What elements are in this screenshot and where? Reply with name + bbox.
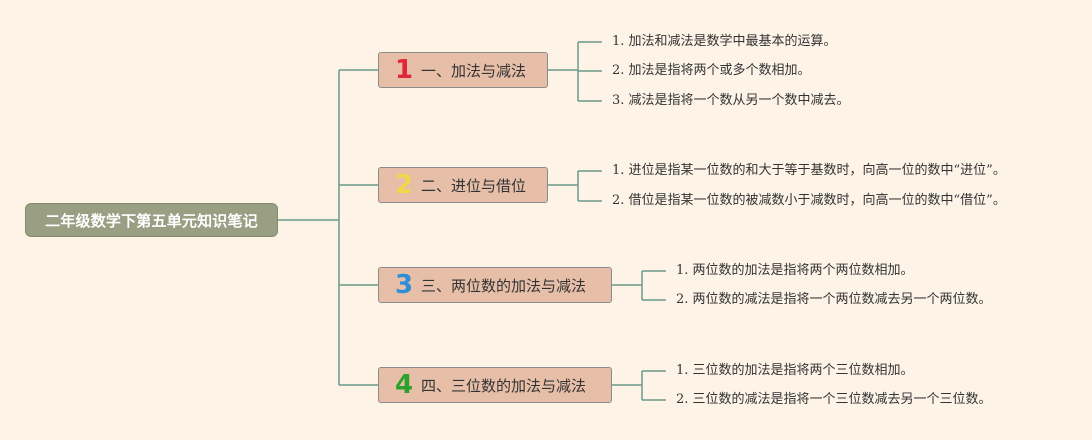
branch-label-4: 四、三位数的加法与减法 (421, 376, 587, 395)
branch-node-1[interactable]: 1 一、加法与减法 (378, 52, 548, 88)
root-node[interactable]: 二年级数学下第五单元知识笔记 (25, 203, 278, 237)
leaf-4-1[interactable]: 1. 三位数的加法是指将两个三位数相加。 (676, 363, 914, 378)
branch-node-3[interactable]: 3 三、两位数的加法与减法 (378, 267, 612, 303)
branch-label-1: 一、加法与减法 (421, 61, 527, 80)
leaf-3-1[interactable]: 1. 两位数的加法是指将两个两位数相加。 (676, 263, 914, 278)
branch-label-2: 二、进位与借位 (421, 176, 527, 195)
branch-number-1: 1 (395, 55, 414, 85)
branch-label-3: 三、两位数的加法与减法 (421, 276, 587, 295)
leaf-2-1[interactable]: 1. 进位是指某一位数的和大于等于基数时，向高一位的数中“进位”。 (612, 163, 1006, 178)
leaf-4-2[interactable]: 2. 三位数的减法是指将一个三位数减去另一个三位数。 (676, 392, 992, 407)
leaf-1-3[interactable]: 3. 减法是指将一个数从另一个数中减去。 (612, 93, 850, 108)
leaf-2-2[interactable]: 2. 借位是指某一位数的被减数小于减数时，向高一位的数中“借位”。 (612, 193, 1006, 208)
branch-number-4: 4 (395, 370, 414, 400)
branch-node-2[interactable]: 2 二、进位与借位 (378, 167, 548, 203)
leaf-1-2[interactable]: 2. 加法是指将两个或多个数相加。 (612, 63, 811, 78)
branch-number-2: 2 (395, 170, 414, 200)
leaf-1-1[interactable]: 1. 加法和减法是数学中最基本的运算。 (612, 34, 837, 49)
branch-number-3: 3 (395, 270, 414, 300)
branch-node-4[interactable]: 4 四、三位数的加法与减法 (378, 367, 612, 403)
leaf-3-2[interactable]: 2. 两位数的减法是指将一个两位数减去另一个两位数。 (676, 292, 992, 307)
root-label: 二年级数学下第五单元知识笔记 (45, 211, 258, 230)
